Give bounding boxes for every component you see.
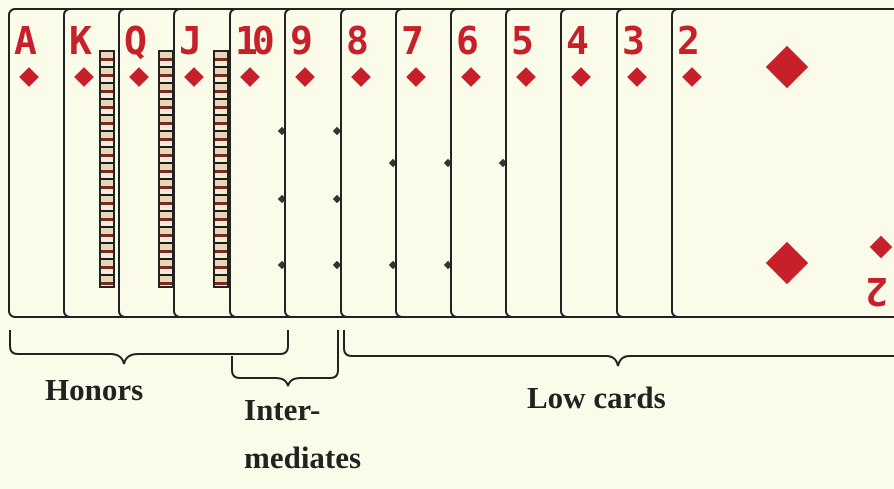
intermediates-label-line1: Inter- xyxy=(244,392,320,428)
honors-label: Honors xyxy=(45,372,143,408)
intermediates-label-line2: mediates xyxy=(244,440,361,476)
low-cards-brace xyxy=(344,330,894,366)
low-cards-label: Low cards xyxy=(527,380,666,416)
honors-brace xyxy=(10,330,288,364)
intermediates-brace xyxy=(232,330,338,386)
